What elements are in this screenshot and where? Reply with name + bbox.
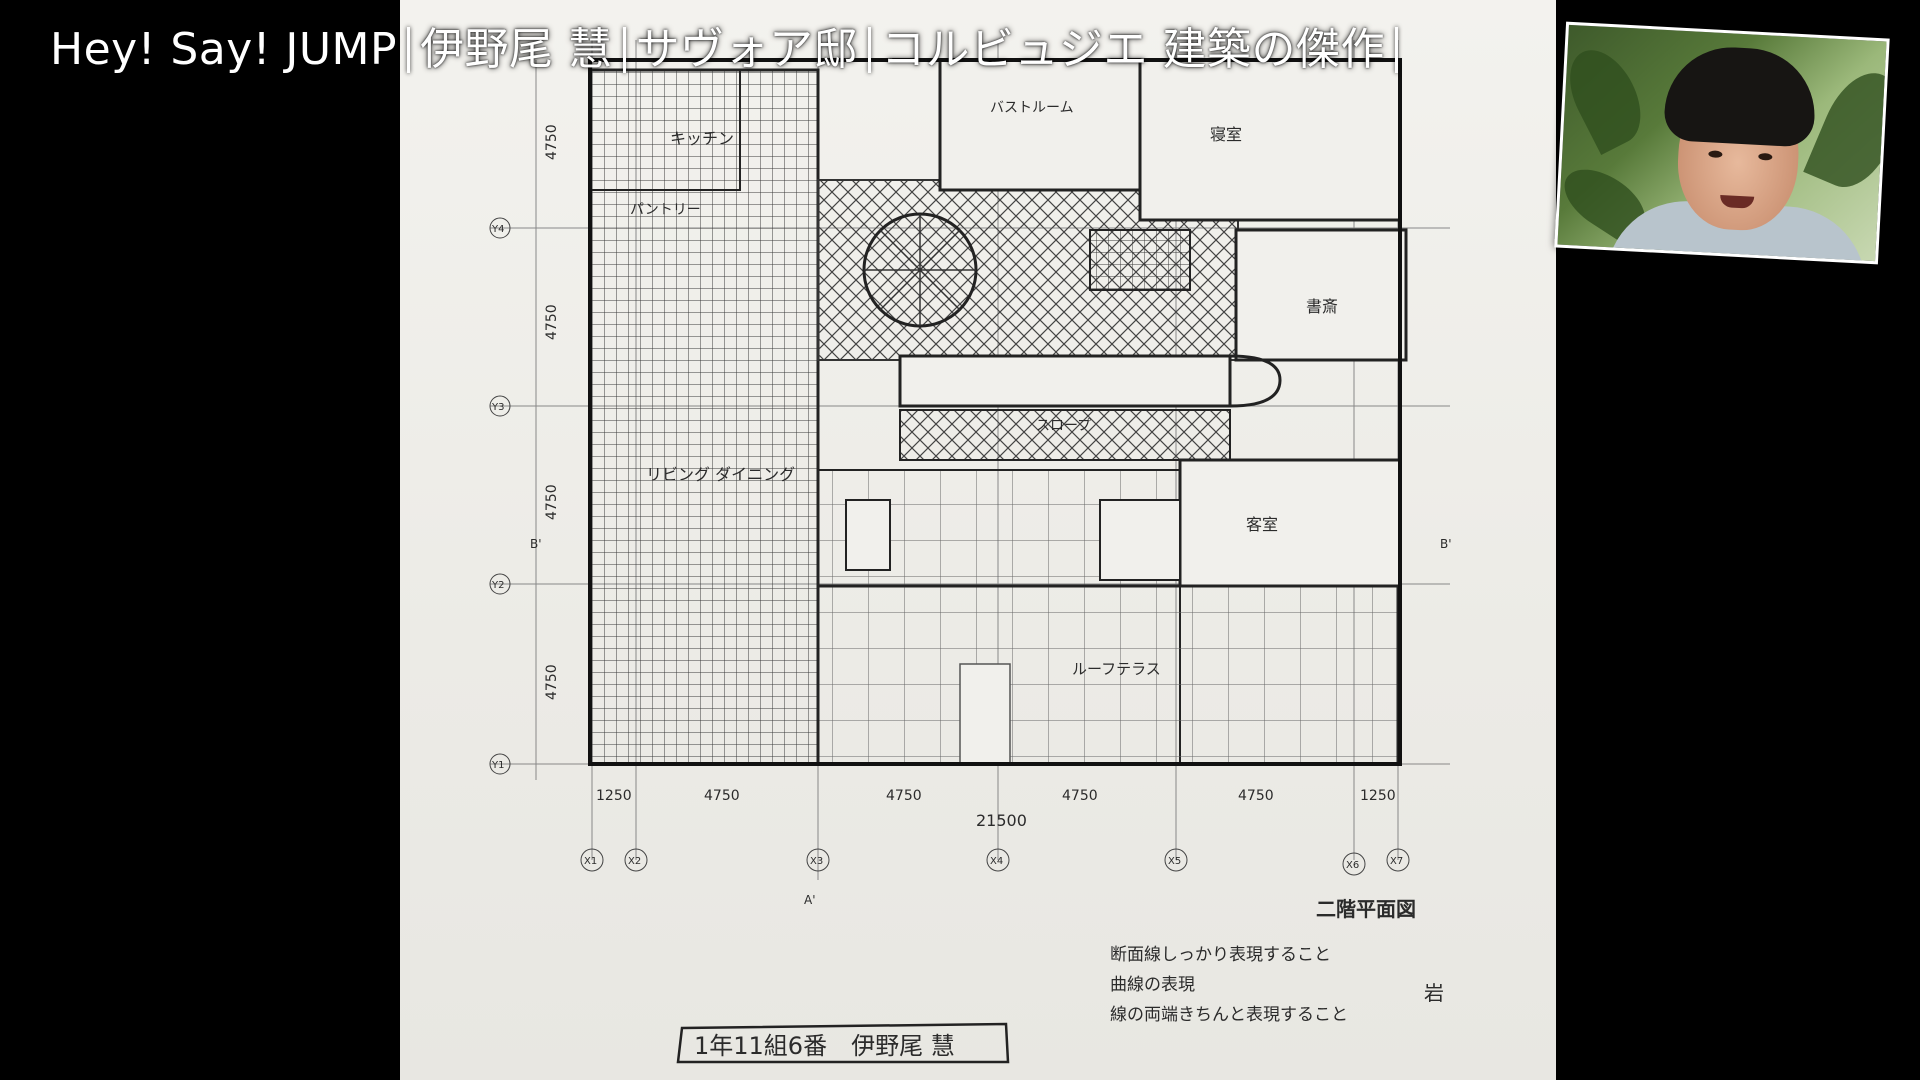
axis-y3: Y3 (491, 402, 504, 413)
label-guest-room: 客室 (1246, 515, 1278, 534)
caption-segment-building: サヴォア邸 (635, 24, 859, 75)
axis-x5: X5 (1168, 856, 1181, 867)
caption-divider (622, 27, 626, 73)
label-kitchen: キッチン (670, 129, 734, 148)
axis-y1: Y1 (491, 760, 504, 771)
label-study: 書斎 (1306, 297, 1338, 316)
dim-v-2: 4750 (544, 304, 560, 340)
section-mark-left: B' (530, 537, 542, 551)
dim-h-1: 1250 (596, 788, 632, 804)
axis-y4: Y4 (491, 224, 504, 235)
dim-v-1: 4750 (544, 124, 560, 160)
student-label: 1年11組6番 伊野尾 慧 (694, 1032, 955, 1060)
axis-y2: Y2 (491, 580, 504, 591)
axis-y-markers: Y4 Y3 Y2 Y1 (489, 217, 511, 775)
host-hair (1663, 44, 1818, 148)
dim-v-4: 4750 (544, 664, 560, 700)
dim-h-5: 4750 (1238, 788, 1274, 804)
label-pantry: パントリー (630, 202, 701, 218)
axis-x2: X2 (628, 856, 641, 867)
horizontal-dimensions: 1250 4750 4750 4750 4750 1250 21500 (596, 788, 1396, 830)
label-bedroom-top: 寝室 (1210, 125, 1242, 144)
caption-segment-name: 伊野尾 慧 (420, 24, 613, 75)
axis-x1: X1 (584, 856, 597, 867)
caption-segment-group: Hey! Say! JUMP (50, 24, 398, 75)
floor-plan-paper: キッチン パントリー バストルーム 寝室 書斎 スロープ リビング ダイニング … (400, 0, 1556, 1080)
axis-x6: X6 (1346, 860, 1359, 871)
picture-in-picture-window (1554, 21, 1890, 265)
note-line-1: 断面線しっかり表現すること (1110, 945, 1331, 965)
axis-x4: X4 (990, 856, 1003, 867)
dim-h-2: 4750 (704, 788, 740, 804)
label-bathroom: バストルーム (990, 100, 1074, 116)
note-line-2: 曲線の表現 (1110, 975, 1195, 995)
note-line-3: 線の両端きちんと表現すること (1110, 1005, 1348, 1025)
broadcast-caption: Hey! Say! JUMP 伊野尾 慧 サヴォア邸 コルビュジエ 建築の傑作 (50, 22, 1399, 78)
axis-x-markers: X1 X2 X3 X4 X5 X6 X7 (580, 848, 1410, 876)
label-living-dining: リビング ダイニング (646, 465, 795, 484)
dim-h-4: 4750 (1062, 788, 1098, 804)
dim-h-6: 1250 (1360, 788, 1396, 804)
leaf-decoration (1555, 38, 1655, 155)
caption-segment-description: コルビュジエ 建築の傑作 (881, 24, 1386, 75)
vertical-dimensions: 4750 4750 4750 4750 (544, 124, 560, 700)
grade-mark: 岩 (1424, 981, 1444, 1005)
floor-plan-drawing: キッチン パントリー バストルーム 寝室 書斎 スロープ リビング ダイニング … (489, 40, 1452, 1064)
section-mark-right: B' (1440, 537, 1452, 551)
plan-title: 二階平面図 (1316, 897, 1416, 921)
axis-x7: X7 (1390, 856, 1403, 867)
dim-total: 21500 (976, 811, 1027, 830)
axis-x3: X3 (810, 856, 823, 867)
host-eye (1758, 152, 1773, 161)
dim-v-3: 4750 (544, 484, 560, 520)
caption-divider (1395, 27, 1399, 73)
section-mark-bottom: A' (804, 893, 816, 907)
dim-h-3: 4750 (886, 788, 922, 804)
leaf-decoration (1803, 61, 1890, 200)
label-slope: スロープ (1036, 418, 1091, 434)
label-roof-terrace: ルーフテラス (1072, 660, 1161, 678)
host-eye (1708, 150, 1723, 159)
caption-divider (407, 27, 411, 73)
caption-divider (868, 27, 872, 73)
